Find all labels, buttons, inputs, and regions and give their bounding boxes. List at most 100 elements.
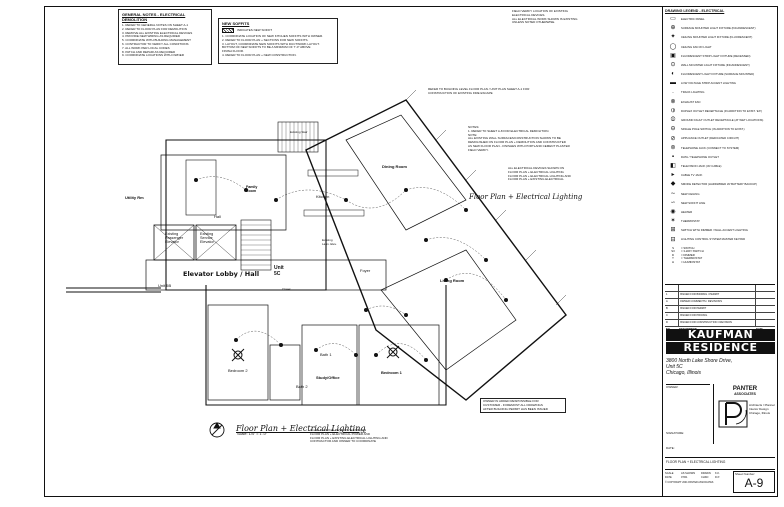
room-label-bath2: Bath 2 [296, 384, 308, 389]
legend-symbol-icon: · [672, 89, 674, 96]
general-note-line: 3. REMOVE ALL EXISTING ELECTRICAL DEVICE… [122, 31, 193, 35]
bottom-note-line: CONTRACTOR AND OWNER TO COORDINATE [310, 440, 376, 444]
legend-text: DUPLEX OUTLET RECEPTACLE (IN ADDITION TO… [681, 109, 763, 113]
new-soffits-box: NEW SOFFITS INDICATES NEW SOFFIT 1. COOR… [218, 18, 338, 64]
legend-symbol-icon: ▬ [670, 80, 676, 87]
devices-note-line: ALL ELECTRICAL DEVICES SHOWN ON [508, 167, 565, 170]
devices-note-line: FLOOR PLAN + ELECTRICAL LIGHTING AND [508, 174, 571, 178]
owner-field: OWNER: [666, 384, 710, 389]
legend-text: CEILING FAN W/ LIGHT [681, 45, 712, 49]
legend-symbol-icon: ⊗ [670, 98, 676, 105]
legend-abbrev-item: H= HUMIDISTAT [665, 260, 775, 265]
legend-item: ▸CABLE TV JACK [665, 171, 775, 180]
legend-item: ·TRACK LIGHTING [665, 89, 775, 98]
legend-item: ⊞SWITCH WITH DIMMER / WALL ACCENT LIGHTI… [665, 226, 775, 235]
abbrev-key: T [672, 256, 674, 261]
scale-label: SCALE [665, 472, 674, 475]
legend-text: NEW SOFFIT LINE [681, 201, 706, 205]
bottom-note-line: FLOOR PLAN + EXISTING ELECTRICAL LIGHTIN… [310, 436, 388, 440]
checked-label: CHKD [701, 476, 709, 480]
firm-name-2: ASSOCIATES [734, 392, 756, 396]
room-label-unit-5c: Unit 5C [274, 265, 284, 277]
legend-symbol-icon: ⊞ [670, 227, 676, 234]
room-label-family: Family Room [246, 185, 258, 193]
general-note-line: 9. COORDINATE LOCATIONS WITH OWNER [122, 54, 184, 58]
legend-symbol-icon: ◧ [670, 163, 676, 170]
revision-no: B [665, 306, 679, 312]
legend-text: EXHAUST FAN [681, 100, 701, 104]
general-note-line: 7. ALL WORK PER LOCAL CODES [122, 46, 170, 50]
room-label-hall: Hall [214, 214, 221, 219]
notes-box: NOTES:1. REFER TO SHEET A-8 FOR ELECTRIC… [468, 126, 608, 153]
general-notes-heading: GENERAL NOTES - ELECTRICAL DEMOLITION [122, 12, 186, 22]
legend-text: HEATER [681, 210, 693, 214]
abbrev-value: = HUMIDISTAT [681, 260, 701, 265]
revision-desc: OWNER COMMENTS / REVISIONS [679, 299, 757, 305]
legend-text: WALL MOUNTED LIGHT FIXTURE (INCANDESCENT… [681, 63, 750, 67]
devices-note-list: ALL ELECTRICAL DEVICES SHOWN ON FLOOR PLA… [508, 167, 588, 182]
new-soffits-list: 1. COORDINATE LOCATION OF NEW KITCHEN SO… [222, 35, 334, 58]
room-label-foyer: Foyer [360, 268, 371, 273]
title-block: DRAWING LEGEND - ELECTRICAL ▭ELECTRIC PA… [662, 6, 778, 497]
devices-note-line: FLOOR PLAN + EXISTING ELECTRICAL [508, 178, 564, 182]
sheet-fields: SCALE AS SHOWN DRAWN K.K. DATE 07/01 CHK… [665, 472, 731, 485]
scale-value: AS SHOWN [681, 472, 696, 475]
notes-box-line: NOTES: [468, 126, 480, 129]
legend-item: ⊘APPLIANCE OUTLET (DEDICATED CIRCUIT) [665, 134, 775, 143]
revision-desc: ISSUED FOR CONSTRUCTION / REVISION [679, 320, 757, 326]
new-soffit-key: INDICATES NEW SOFFIT [222, 28, 334, 33]
top-right-note-line: UNLESS NOTED OTHERWISE. [512, 21, 556, 25]
firm-detail-line: Chicago, Illinois [749, 411, 771, 415]
revision-no: D [665, 320, 679, 326]
revision-date [756, 299, 775, 305]
legend-item: ◯CEILING FAN W/ LIGHT [665, 43, 775, 52]
sheet-title: FLOOR PLAN + ELECTRICAL LIGHTING [665, 457, 775, 470]
legend-item: ⊚TELEPHONE JACK (CONNECT TO SYSTEM) [665, 144, 775, 153]
legend-text: DATA / TELEPHONE OUTLET [681, 155, 719, 159]
legend-text: TELEPHONE JACK (CONNECT TO SYSTEM) [681, 146, 740, 150]
north-arrow-icon [209, 422, 225, 438]
address-line2: Unit 5C [666, 364, 683, 370]
firm-detail-line: Architects / Planners [749, 404, 775, 407]
revision-date [756, 313, 775, 319]
date-field: DATE: [666, 446, 710, 450]
legend-symbol-icon: ⊙ [670, 62, 676, 69]
revision-row [665, 285, 775, 292]
legend-abbrev-item: S3= 3-WAY SWITCH [665, 250, 775, 254]
notes-box-list: NOTES:1. REFER TO SHEET A-8 FOR ELECTRIC… [468, 126, 608, 153]
building-ref-note: REFER TO BUILDING LEVEL FLOOR PLAN / UNI… [428, 87, 530, 95]
room-label-study: Study/Office [316, 375, 340, 380]
soffit-hatch-icon [222, 28, 234, 33]
legend-text: CABLE TV JACK [681, 174, 703, 178]
legend-section: DRAWING LEGEND - ELECTRICAL ▭ELECTRIC PA… [665, 9, 775, 265]
legend-symbol-icon: ▭ [670, 16, 676, 23]
legend-item: ✶THERMOSTAT [665, 217, 775, 226]
project-address: 3800 North Lake Shore Drive, Unit 5C Chi… [666, 358, 775, 376]
notes-box-line: DEMOLISHED ON FLOOR PLAN + DEMOLITION AN… [468, 141, 566, 145]
devices-note: ALL ELECTRICAL DEVICES SHOWN ON FLOOR PLA… [508, 167, 588, 182]
revision-no: 1 [665, 292, 679, 298]
notes-box-line: ALL EXISTING WALL SURFACES/CONSTRUCTION … [468, 137, 561, 141]
legend-text: SMOKE DETECTOR (HARDWIRED W/ BATTERY BAC… [681, 183, 757, 187]
address-line1: 3800 North Lake Shore Drive, [666, 358, 733, 364]
notes-box-line: AS NEW FLOOR PLAN - FINISHES WITH PORTLA… [468, 144, 570, 148]
legend-symbol-icon: ∼ [670, 190, 676, 197]
room-label-elevator-lobby: Elevator Lobby / Hall [183, 270, 260, 278]
room-label-bath1: Bath 1 [320, 352, 332, 357]
revision-date [756, 320, 775, 326]
legend-text: TELEVISION JACK (W/ CABLE) [681, 164, 722, 168]
legend-symbol-icon: ✶ [670, 218, 676, 225]
top-right-note-line: ELECTRICAL DEVICES. [512, 13, 546, 17]
notes-box-line: FIELD VERIFY. [468, 148, 489, 152]
notes-box-line: 1. REFER TO SHEET A-8 FOR ELECTRICAL DEM… [468, 129, 550, 133]
legend-symbol-icon: ⊟ [670, 236, 676, 243]
